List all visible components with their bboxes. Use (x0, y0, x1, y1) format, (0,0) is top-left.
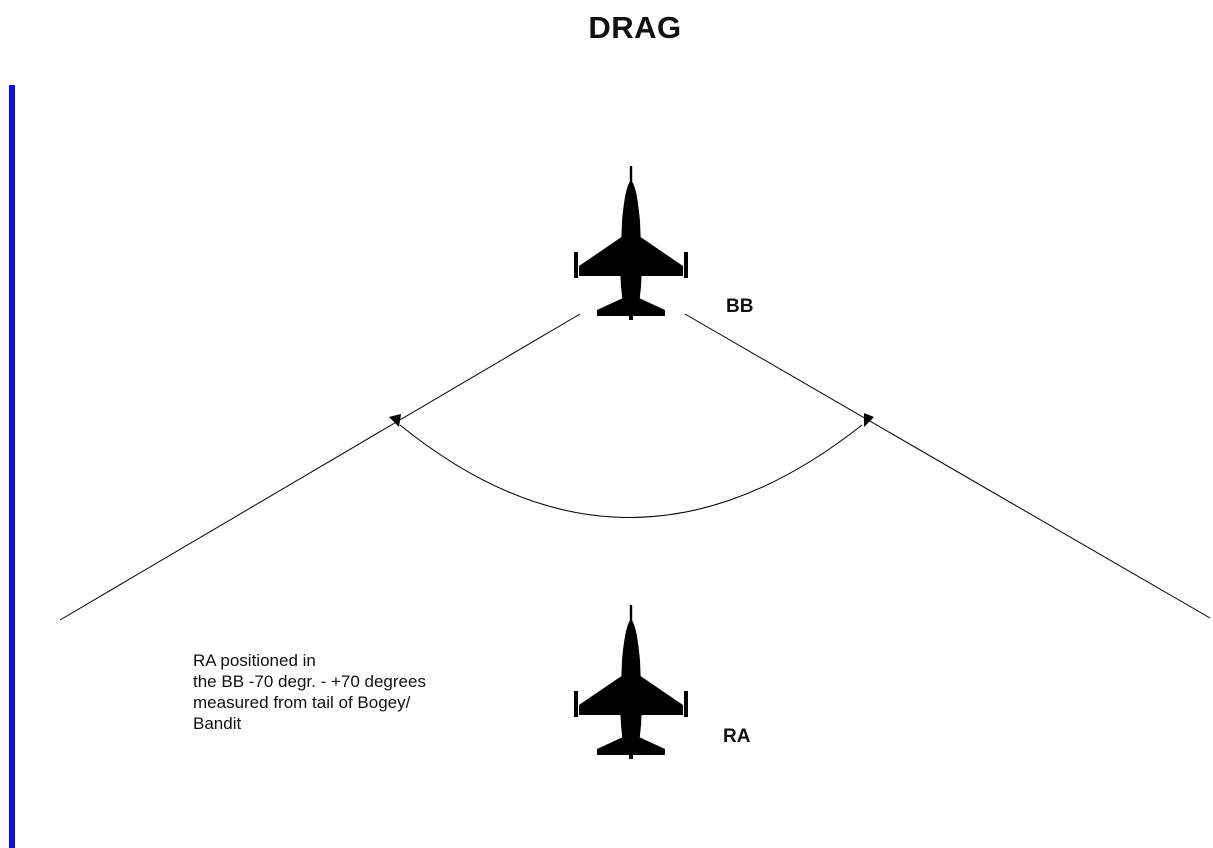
position-note: RA positioned in the BB -70 degr. - +70 … (193, 650, 426, 734)
angle-arc (399, 424, 863, 518)
note-line: RA positioned in (193, 651, 316, 670)
note-line: Bandit (193, 714, 242, 733)
left-accent-bar (9, 85, 15, 848)
arc-arrowhead-left (389, 414, 401, 427)
page-title: DRAG (588, 10, 682, 45)
arc-arrowhead-right (864, 413, 874, 427)
note-line: measured from tail of Bogey/ (193, 693, 411, 712)
bogey-label: BB (726, 296, 753, 317)
bogey-aircraft-icon (574, 166, 688, 320)
note-line: the BB -70 degr. - +70 degrees (193, 672, 426, 691)
sector-line-right (684, 313, 1211, 619)
sector-line-left (59, 313, 581, 621)
ra-aircraft-icon (574, 605, 688, 759)
ra-label: RA (723, 726, 751, 747)
